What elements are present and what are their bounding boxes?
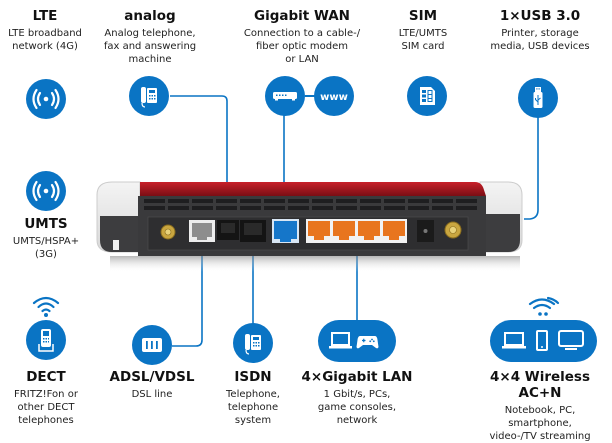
vent-slot (288, 199, 309, 203)
vent-slot (240, 199, 261, 203)
umts-icon (26, 171, 66, 211)
smartphone-icon (536, 330, 548, 351)
vent-slot (264, 199, 285, 203)
vent-slot (408, 206, 429, 210)
label-analog: analog Analog telephone,fax and answerin… (103, 8, 197, 65)
usb-stick-icon (518, 78, 558, 118)
lan-port (308, 221, 330, 236)
wireless-devices-icon (490, 320, 597, 362)
router-red-top (140, 182, 486, 196)
vent-slot (168, 206, 189, 210)
lte-icon (26, 79, 66, 119)
vent-slot (360, 206, 381, 210)
vent-slot (336, 199, 357, 203)
vent-slot (168, 199, 189, 203)
monitor-icon (558, 330, 584, 350)
lan-port-tab (364, 236, 374, 240)
sim-card-icon (407, 76, 447, 116)
vent-slot (192, 199, 213, 203)
lan-port (358, 221, 380, 236)
analog-phone-icon (129, 76, 169, 116)
vent-slot (384, 206, 405, 210)
gamepad-icon (356, 336, 379, 349)
vent-slot (456, 199, 477, 203)
wan-link (305, 95, 315, 97)
vent-slot (216, 206, 237, 210)
isdn-phone-icon (233, 323, 273, 363)
lan-port-tab (314, 236, 324, 240)
vent-slot (336, 206, 357, 210)
lan-port (333, 221, 355, 236)
vent-slot (144, 206, 165, 210)
dsl-connector (172, 243, 203, 347)
www-icon: www (314, 76, 354, 116)
vent-slot (144, 199, 165, 203)
label-gigabit-wan: Gigabit WAN Connection to a cable-/fiber… (243, 8, 361, 65)
label-gigabit-lan: 4×Gigabit LAN 1 Gbit/s, PCs,game console… (301, 369, 413, 426)
vent-slot (312, 206, 333, 210)
laptop-icon (329, 332, 352, 349)
vent-slot (360, 199, 381, 203)
vent-slot (312, 199, 333, 203)
lan-port (383, 221, 405, 236)
wireless-wifi-icon (528, 296, 560, 316)
dect-phone-icon (26, 320, 66, 360)
label-umts: UMTS UMTS/HSPA+(3G) (12, 216, 80, 260)
vent-slot (408, 199, 429, 203)
dect-wifi-icon (32, 296, 60, 317)
vent-slot (432, 199, 453, 203)
vent-slot (216, 199, 237, 203)
vent-slot (288, 206, 309, 210)
vent-slot (192, 206, 213, 210)
vent-slot (264, 206, 285, 210)
dsl-splitter-icon (132, 325, 172, 365)
lan-port-tab (389, 236, 399, 240)
lan-ports (308, 221, 405, 240)
vent-slot (456, 206, 477, 210)
svg-text:www: www (320, 92, 348, 103)
modem-icon (265, 76, 305, 116)
label-wireless: 4×4 Wireless AC+N Notebook, PC,smartphon… (489, 369, 591, 442)
lan-devices-icon (318, 320, 396, 362)
vent-slot (240, 206, 261, 210)
laptop-icon (502, 332, 526, 349)
lan-port-tab (339, 236, 349, 240)
usb-connector (524, 116, 539, 220)
vent-slot (384, 199, 405, 203)
label-adsl-vdsl: ADSL/VDSL DSL line (109, 369, 195, 400)
analog-connector (170, 95, 228, 200)
vent-slot (432, 206, 453, 210)
